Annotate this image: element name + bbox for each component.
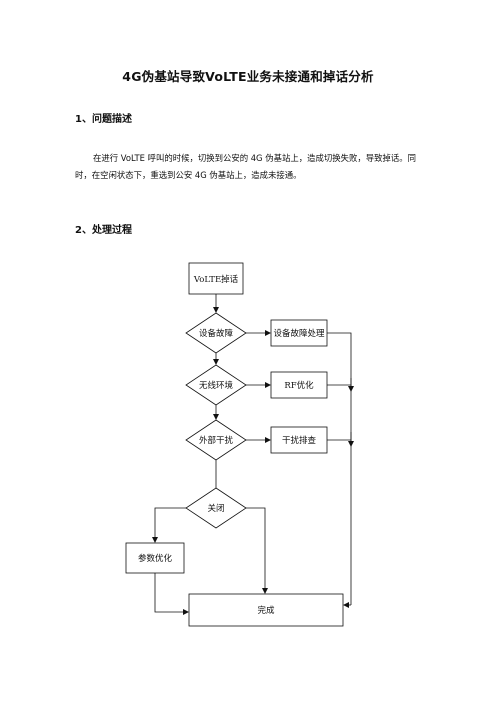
flow-end-box xyxy=(188,593,344,627)
section-heading-problem: 1、问题描述 xyxy=(75,114,132,125)
flow-action-equipment-label: 设备故障处理 xyxy=(273,328,325,339)
flow-end-label: 完成 xyxy=(257,605,275,616)
flow-decision-close-label: 关闭 xyxy=(207,503,224,514)
flow-action-rf-label: RF优化 xyxy=(284,380,314,391)
flow-decision-equipment-label: 设备故障 xyxy=(199,328,234,339)
flow-decision-interference-label: 外部干扰 xyxy=(199,435,234,446)
flow-decision-close xyxy=(185,487,247,529)
document-title: 4G伪基站导致VoLTE业务未接通和掉话分析 xyxy=(122,69,374,84)
flow-start-label: VoLTE掉话 xyxy=(193,274,239,285)
flow-action-params-label: 参数优化 xyxy=(138,553,173,564)
section-heading-process: 2、处理过程 xyxy=(75,225,132,236)
flow-action-rf-box xyxy=(270,371,328,399)
problem-description-paragraph: 在进行 VoLTE 呼叫的时候，切换到公安的 4G 伪基站上，造成切换失败，导致… xyxy=(75,153,416,180)
flow-action-interference-label: 干扰排查 xyxy=(282,435,317,446)
flow-start-box xyxy=(188,262,244,295)
flow-action-params-box xyxy=(125,542,185,574)
flow-decision-wireless-label: 无线环境 xyxy=(199,380,234,391)
